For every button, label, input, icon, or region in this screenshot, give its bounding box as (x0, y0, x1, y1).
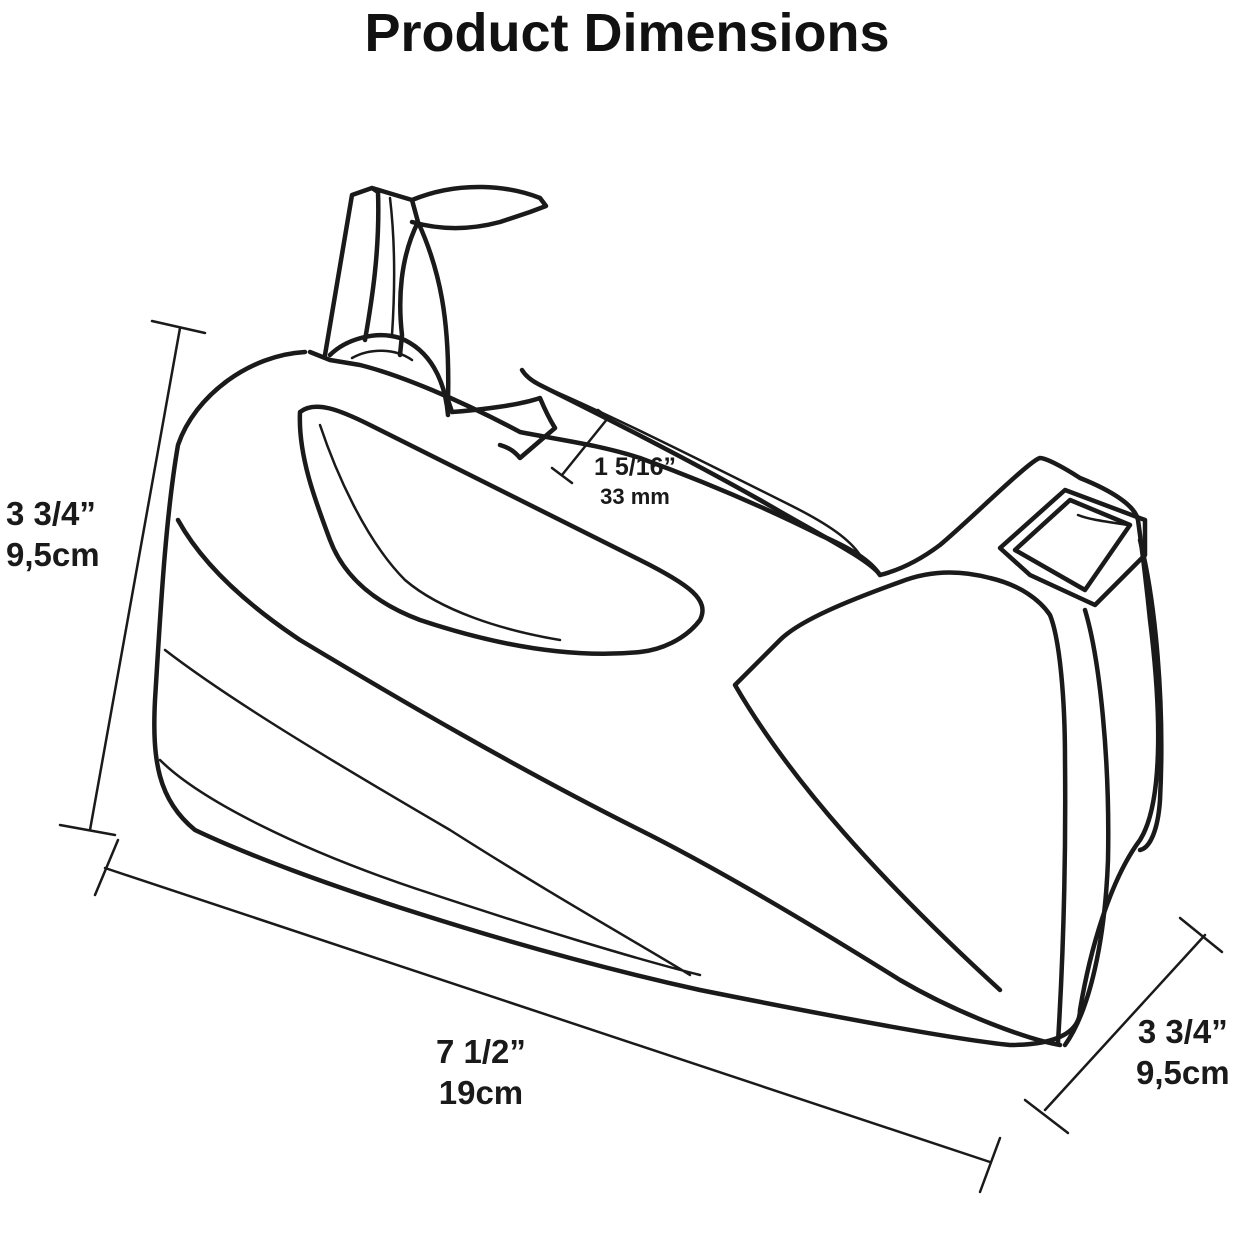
top-rim-inner (538, 383, 862, 557)
length-imperial: 7 1/2” (436, 1033, 526, 1070)
length-label: 7 1/2” 19cm (436, 1031, 526, 1114)
height-dimension-line (58, 319, 207, 837)
lower-band (158, 648, 702, 977)
height-label: 3 3/4” 9,5cm (6, 493, 100, 576)
cutter-blade (1076, 513, 1130, 527)
height-imperial: 3 3/4” (6, 495, 96, 532)
top-rim (307, 349, 883, 578)
side-groove-crease (318, 423, 562, 642)
side-groove (297, 404, 705, 656)
width-dimension-line (1023, 916, 1224, 1135)
length-metric: 19cm (438, 1074, 524, 1112)
tape-core-metric: 33 mm (600, 484, 670, 510)
tape-wheel-inner (350, 349, 414, 362)
tape-holder-arm-edge (388, 196, 396, 337)
tape-holder-arm (322, 184, 558, 461)
width-metric: 9,5cm (1136, 1054, 1230, 1092)
front-facet (175, 517, 1068, 1048)
width-imperial: 3 3/4” (1137, 1013, 1228, 1050)
length-dimension-line (93, 838, 1002, 1194)
right-end (1062, 537, 1164, 1048)
tape-core-dimension-line (550, 408, 620, 485)
width-label: 3 3/4” 9,5cm (1136, 1011, 1230, 1094)
height-metric: 9,5cm (6, 536, 100, 574)
page-title: Product Dimensions (364, 3, 890, 63)
tape-core-imperial: 1 5/16” (594, 453, 677, 481)
tape-core-label: 1 5/16” 33 mm (594, 452, 676, 511)
